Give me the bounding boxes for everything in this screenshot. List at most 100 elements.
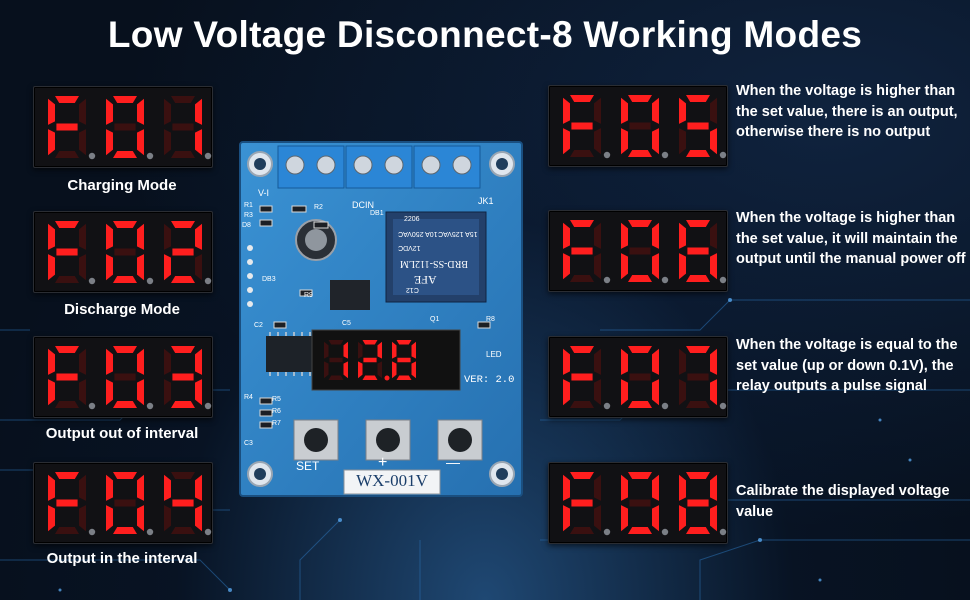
mode-display-f01 bbox=[33, 86, 213, 168]
segment-f bbox=[621, 348, 628, 375]
digit-0 bbox=[106, 346, 144, 408]
segment-e bbox=[563, 505, 570, 532]
mode-display-f06 bbox=[548, 210, 728, 292]
segment-e bbox=[621, 128, 628, 155]
segment-g bbox=[114, 123, 136, 131]
segment-g bbox=[687, 247, 709, 255]
segment-g bbox=[114, 499, 136, 507]
segment-b bbox=[137, 223, 144, 250]
decimal-point bbox=[719, 402, 727, 410]
led-label: LED bbox=[486, 350, 502, 359]
decimal-point bbox=[661, 151, 669, 159]
segment-c bbox=[195, 129, 202, 156]
segment-g bbox=[114, 248, 136, 256]
segment-c bbox=[594, 379, 601, 406]
segment-f bbox=[48, 223, 55, 250]
part-db3: DB3 bbox=[262, 276, 276, 283]
digit-0 bbox=[621, 95, 659, 157]
digit-F bbox=[563, 220, 601, 282]
seven-segment-digits bbox=[563, 472, 727, 536]
segment-f bbox=[358, 341, 363, 359]
segment-c bbox=[710, 253, 717, 280]
segment-f bbox=[621, 474, 628, 501]
segment-f bbox=[164, 98, 171, 125]
part-c5: C5 bbox=[342, 320, 351, 327]
segment-b bbox=[137, 474, 144, 501]
segment-a bbox=[113, 221, 137, 228]
segment-f bbox=[164, 223, 171, 250]
vin-label: V-I bbox=[258, 188, 270, 198]
segment-b bbox=[343, 341, 348, 359]
part-r3: R3 bbox=[244, 212, 253, 219]
segment-f bbox=[679, 97, 686, 124]
segment-b bbox=[195, 348, 202, 375]
segment-c bbox=[195, 379, 202, 406]
segment-g bbox=[571, 373, 593, 381]
segment-f bbox=[621, 97, 628, 124]
segment-d bbox=[628, 275, 652, 282]
segment-f bbox=[106, 98, 113, 125]
segment-a bbox=[570, 472, 594, 479]
digit-0 bbox=[621, 472, 659, 534]
part-r9: R9 bbox=[304, 292, 313, 299]
digit-F bbox=[563, 346, 601, 408]
segment-e bbox=[324, 361, 329, 379]
segment-f bbox=[48, 474, 55, 501]
digit-0 bbox=[106, 96, 144, 158]
segment-d bbox=[628, 150, 652, 157]
segment-e bbox=[164, 379, 171, 406]
segment-g bbox=[56, 373, 78, 381]
decimal-point bbox=[88, 152, 96, 160]
segment-d bbox=[171, 151, 195, 158]
segment-g bbox=[571, 499, 593, 507]
segment-g bbox=[397, 357, 411, 363]
segment-b bbox=[652, 474, 659, 501]
tactile-buttons bbox=[293, 419, 483, 461]
segment-f bbox=[324, 341, 329, 359]
segment-b bbox=[710, 222, 717, 249]
segment-g bbox=[56, 123, 78, 131]
segment-a bbox=[686, 220, 710, 227]
digit-F bbox=[563, 95, 601, 157]
segment-a bbox=[171, 221, 195, 228]
board-display-digits bbox=[324, 340, 416, 381]
mode-display-f03 bbox=[33, 336, 213, 418]
decimal-point bbox=[146, 528, 154, 536]
segment-c bbox=[652, 505, 659, 532]
version-label: VER: 2.0 bbox=[464, 374, 515, 386]
segment-c bbox=[195, 505, 202, 532]
mode-display-f08 bbox=[548, 462, 728, 544]
part-r1: R1 bbox=[244, 202, 253, 209]
segment-g bbox=[56, 248, 78, 256]
segment-e bbox=[164, 505, 171, 532]
relay-date-label: 2206 bbox=[404, 216, 420, 223]
minus-label: — bbox=[446, 454, 460, 470]
decimal-point bbox=[661, 402, 669, 410]
segment-f bbox=[563, 348, 570, 375]
digit-6 bbox=[679, 220, 717, 282]
digit-0 bbox=[621, 346, 659, 408]
mode-display-f02 bbox=[33, 211, 213, 293]
segment-f bbox=[164, 348, 171, 375]
segment-e bbox=[621, 379, 628, 406]
digit-F bbox=[48, 96, 86, 158]
segment-c bbox=[710, 128, 717, 155]
segment-c bbox=[137, 129, 144, 156]
mode-description: When the voltage is equal to the set val… bbox=[736, 337, 958, 394]
segment-e bbox=[106, 379, 113, 406]
part-r7: R7 bbox=[272, 420, 281, 427]
seven-segment-digits bbox=[563, 220, 727, 284]
segment-d bbox=[570, 401, 594, 408]
segment-g bbox=[571, 247, 593, 255]
segment-f bbox=[164, 474, 171, 501]
segment-d bbox=[113, 276, 137, 283]
segment-a bbox=[628, 220, 652, 227]
segment-a bbox=[686, 472, 710, 479]
segment-g bbox=[629, 373, 651, 381]
part-q1: Q1 bbox=[430, 316, 440, 323]
segment-c bbox=[652, 128, 659, 155]
segment-b bbox=[137, 98, 144, 125]
decimal-point bbox=[204, 152, 212, 160]
segment-c bbox=[137, 379, 144, 406]
decimal-point bbox=[661, 276, 669, 284]
